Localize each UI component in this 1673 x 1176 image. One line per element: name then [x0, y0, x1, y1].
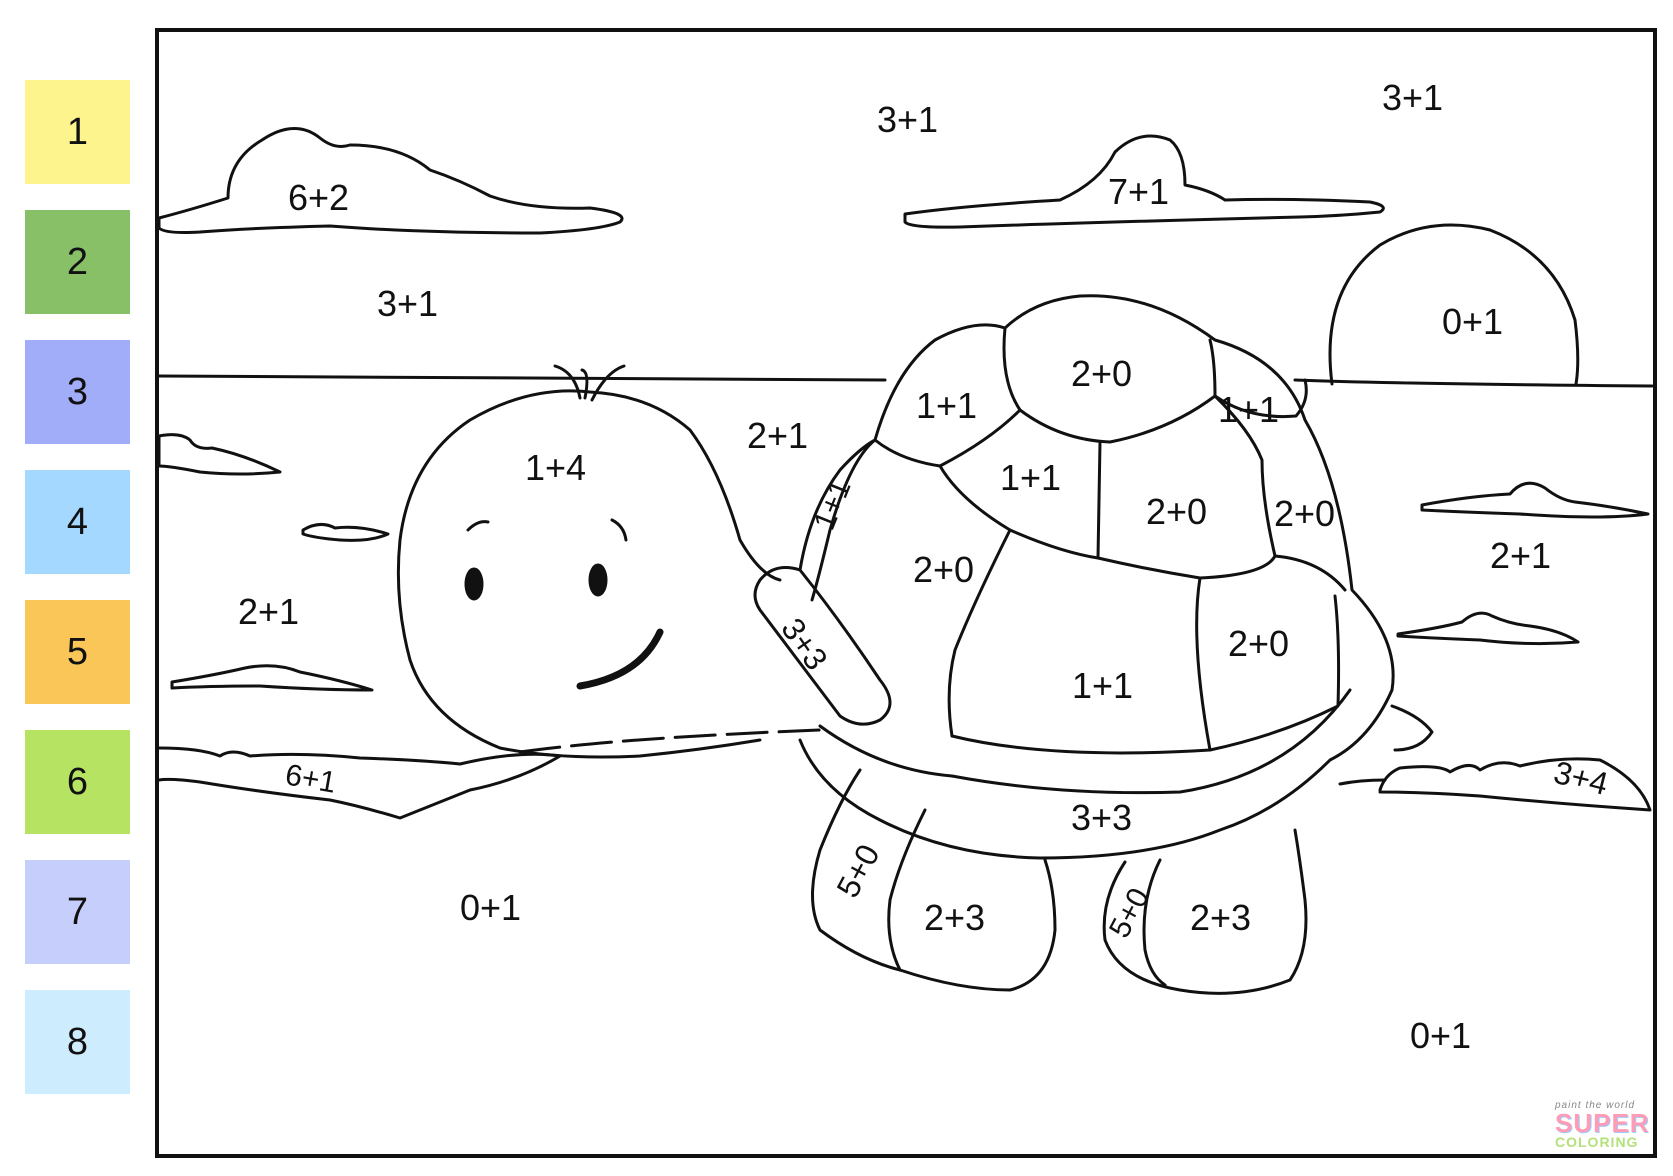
- legend-swatch-5[interactable]: 5: [25, 600, 130, 704]
- label-leg-back: 2+3: [1190, 897, 1251, 938]
- label-shell-left: 2+0: [913, 549, 974, 590]
- shell-outline: [798, 294, 1395, 860]
- label-shore-left: 6+1: [283, 758, 339, 799]
- region-labels: 3+1 3+1 6+2 7+1 3+1 0+1 2+1 2+1 2+1 1+4 …: [238, 77, 1612, 1056]
- shore-line-left: [518, 728, 822, 754]
- shell-top-right-plate[interactable]: [1213, 378, 1308, 419]
- label-shell-bottom-right: 2+0: [1228, 623, 1289, 664]
- label-sky-top-right: 3+1: [1382, 77, 1443, 118]
- label-sea-center: 2+1: [747, 415, 808, 456]
- legend-number: 2: [66, 240, 89, 283]
- watermark-subbrand: COLORING: [1555, 1134, 1639, 1150]
- legend-number: 8: [66, 1020, 89, 1063]
- legend-number: 1: [66, 110, 89, 153]
- legend-swatch-3[interactable]: 3: [25, 340, 130, 444]
- label-shell-bottom: 1+1: [1072, 665, 1133, 706]
- legend-swatch-6[interactable]: 6: [25, 730, 130, 834]
- turtle-arm-region[interactable]: [753, 566, 892, 726]
- label-cloud-left: 6+2: [288, 177, 349, 218]
- label-sea-left: 2+1: [238, 591, 299, 632]
- cloud-small-right-2[interactable]: [1396, 611, 1580, 646]
- shore-left-region[interactable]: [157, 746, 562, 820]
- shell-mid-right-plate[interactable]: [1273, 554, 1347, 592]
- label-sea-right: 2+1: [1490, 535, 1551, 576]
- cloud-left-region[interactable]: [157, 127, 624, 235]
- sun-region[interactable]: [1328, 223, 1580, 386]
- label-sand-left: 0+1: [460, 887, 521, 928]
- shore-line-right: [1338, 778, 1387, 786]
- label-sky-top-center: 3+1: [877, 99, 938, 140]
- leg-front-left-stripe[interactable]: [887, 808, 927, 972]
- shore-right-region[interactable]: [1378, 757, 1652, 812]
- label-shell-mid-left: 1+1: [1000, 457, 1061, 498]
- shell-top-plate[interactable]: [1002, 326, 1217, 444]
- legend-swatch-4[interactable]: 4: [25, 470, 130, 574]
- turtle-tail: [1390, 704, 1434, 752]
- cloud-center-region[interactable]: [903, 134, 1385, 229]
- label-shell-top-left: 1+1: [916, 385, 977, 426]
- turtle-head-region[interactable]: [396, 389, 782, 759]
- right-eyebrow-icon: [610, 518, 628, 542]
- horizon-line-right: [1293, 378, 1654, 388]
- shell-rim-region[interactable]: [818, 688, 1352, 795]
- label-shell-top-right: 1+1: [1218, 389, 1279, 430]
- watermark-brand: SUPER: [1555, 1108, 1650, 1138]
- cloud-small-left-1[interactable]: [157, 433, 282, 476]
- legend-number: 5: [66, 630, 89, 673]
- label-shell-edge-left: 1+1: [808, 475, 858, 535]
- label-shell-mid: 2+0: [1146, 491, 1207, 532]
- label-shell-mid-right: 2+0: [1274, 493, 1335, 534]
- shell-left-plate[interactable]: [810, 438, 1012, 738]
- label-arm: 3+3: [774, 611, 835, 676]
- antenna-icon: [553, 364, 626, 402]
- legend-number: 7: [66, 890, 89, 933]
- shell-bottom-plate[interactable]: [950, 576, 1212, 755]
- legend-swatch-2[interactable]: 2: [25, 210, 130, 314]
- leg-back-region[interactable]: [1102, 828, 1308, 995]
- legend-number: 6: [66, 760, 89, 803]
- legend-swatch-7[interactable]: 7: [25, 860, 130, 964]
- coloring-canvas-frame: [155, 28, 1657, 1158]
- legend-swatch-8[interactable]: 8: [25, 990, 130, 1094]
- legend-number: 3: [66, 370, 89, 413]
- leg-back-stripe[interactable]: [1142, 858, 1167, 987]
- watermark-logo: paint the world SUPER COLORING: [1555, 1100, 1655, 1154]
- label-turtle-head: 1+4: [525, 447, 586, 488]
- legend-number: 4: [66, 500, 89, 543]
- shell-edge-region[interactable]: [798, 438, 877, 572]
- label-sun: 0+1: [1442, 301, 1503, 342]
- label-sand-right: 0+1: [1410, 1015, 1471, 1056]
- right-eye-icon: [588, 563, 608, 597]
- label-sky-left: 3+1: [377, 283, 438, 324]
- smile-icon: [576, 628, 664, 690]
- label-shell-rim: 3+3: [1071, 797, 1132, 838]
- label-shell-top: 2+0: [1071, 353, 1132, 394]
- cloud-small-left-2[interactable]: [301, 523, 390, 542]
- horizon-line-left: [157, 374, 887, 382]
- label-cloud-center: 7+1: [1108, 171, 1169, 212]
- cloud-small-left-3[interactable]: [170, 664, 374, 692]
- label-leg-front-left-stripe: 5+0: [829, 838, 886, 903]
- cloud-small-right-1[interactable]: [1420, 481, 1650, 519]
- label-leg-front-left: 2+3: [924, 897, 985, 938]
- legend-swatch-1[interactable]: 1: [25, 80, 130, 184]
- watermark-tagline: paint the world: [1555, 1100, 1636, 1111]
- left-eye-icon: [464, 567, 484, 601]
- left-eyebrow-icon: [466, 520, 490, 532]
